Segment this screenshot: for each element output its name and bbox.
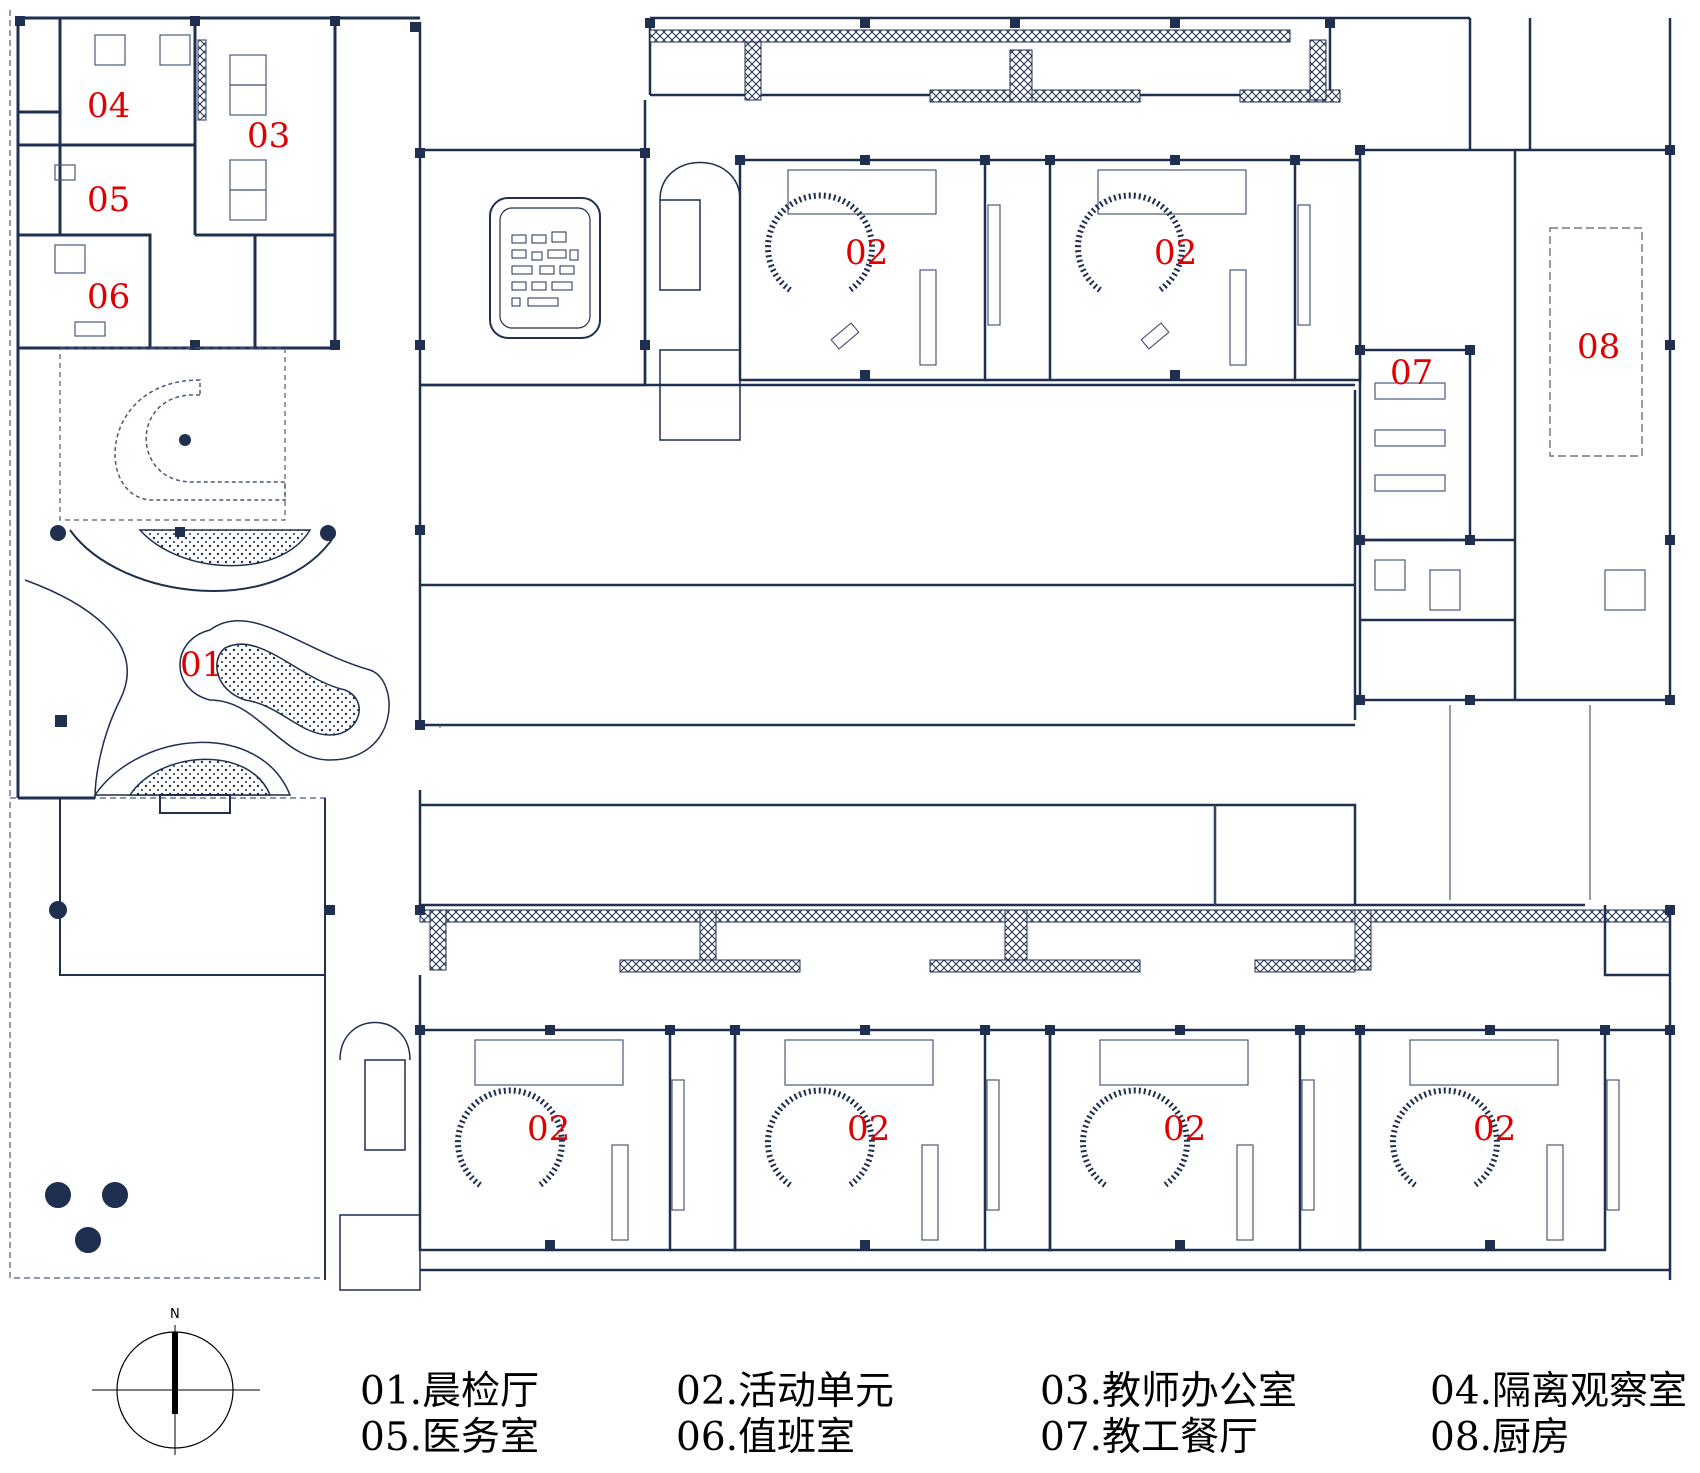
room-label-06: 06 xyxy=(87,277,130,317)
legend-item-03: 03.教师办公室 xyxy=(1040,1369,1298,1414)
legend-item-05: 05.医务室 xyxy=(360,1415,540,1460)
room-label-04: 04 xyxy=(87,86,130,126)
entrance-area xyxy=(45,794,326,1280)
lower-units xyxy=(418,1028,1670,1252)
upper-unit-furniture xyxy=(765,169,1311,366)
room-label-08: 08 xyxy=(1577,327,1620,367)
room-label-02b: 02 xyxy=(1154,233,1197,273)
legend-item-02: 02.活动单元 xyxy=(676,1369,895,1414)
hall-features xyxy=(24,347,390,799)
north-hatch xyxy=(649,29,1341,103)
lower-unit-furniture xyxy=(455,1039,1620,1241)
upper-columns xyxy=(415,18,1365,730)
room-label-02c: 02 xyxy=(527,1109,570,1149)
east-columns xyxy=(1355,145,1675,705)
lower-columns xyxy=(325,905,1675,1250)
south-wall xyxy=(418,905,1672,1280)
legend-item-04: 04.隔离观察室 xyxy=(1430,1369,1688,1414)
west-wing-columns xyxy=(15,16,420,350)
legend-item-08: 08.厨房 xyxy=(1430,1415,1571,1460)
room-numbers: 01 03 04 05 06 07 08 02 02 02 02 02 02 xyxy=(87,86,1620,1149)
legend-item-07: 07.教工餐厅 xyxy=(1040,1415,1259,1460)
compass: N xyxy=(92,1307,260,1455)
room-label-02e: 02 xyxy=(1163,1109,1206,1149)
south-corridor-hatch xyxy=(419,909,1671,973)
room-label-02d: 02 xyxy=(847,1109,890,1149)
sandpit xyxy=(489,197,601,339)
room-label-01: 01 xyxy=(180,645,223,685)
dining-furniture xyxy=(1374,227,1646,611)
room-label-02f: 02 xyxy=(1473,1109,1516,1149)
legend-item-06: 06.值班室 xyxy=(676,1415,856,1460)
courtyard-grid xyxy=(439,725,1216,905)
room-label-03: 03 xyxy=(247,116,290,156)
stairs xyxy=(339,161,741,1291)
legend: 01.晨检厅 02.活动单元 03.教师办公室 04.隔离观察室 05.医务室 … xyxy=(360,1372,1690,1472)
central-block xyxy=(418,22,1585,907)
room-label-05: 05 xyxy=(87,180,130,220)
office-furniture xyxy=(54,34,267,337)
legend-item-01: 01.晨检厅 xyxy=(360,1369,540,1414)
room-label-07: 07 xyxy=(1390,353,1433,393)
compass-north-label: N xyxy=(170,1307,180,1322)
room-label-02a: 02 xyxy=(845,233,888,273)
upper-units xyxy=(738,158,1362,382)
west-wing-walls xyxy=(16,16,420,800)
east-wing xyxy=(1358,18,1672,702)
east-passage xyxy=(1449,705,1591,900)
site-boundary xyxy=(9,10,326,1279)
